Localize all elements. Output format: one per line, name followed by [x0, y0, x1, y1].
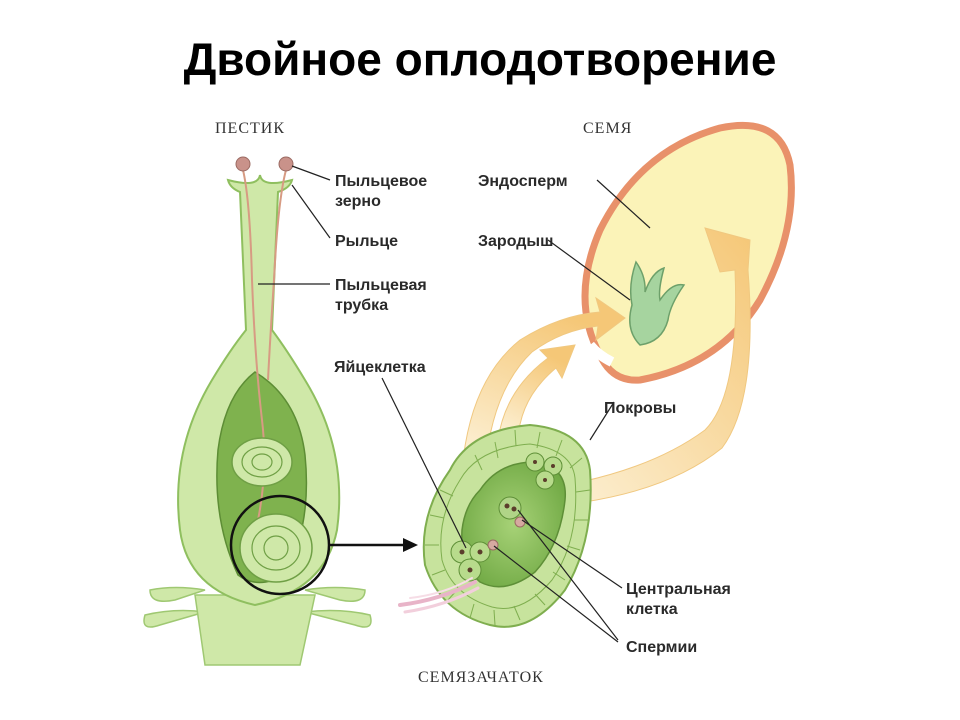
embryo — [629, 260, 686, 346]
labels: ПЕСТИК СЕМЯ СЕМЯЗАЧАТОК Пыльцевое зерно … — [215, 120, 731, 686]
ovule-cell-ring — [425, 429, 591, 626]
pistil-base — [143, 586, 372, 666]
label-central-cell-2: клетка — [626, 601, 678, 618]
magnify-circle — [229, 494, 331, 596]
label-pollen-tube-1: Пыльцевая — [335, 277, 427, 294]
label-pollen-grain-2: зерно — [335, 193, 381, 210]
upper-ovule — [231, 437, 293, 487]
label-central-cell-1: Центральная — [626, 581, 731, 598]
label-egg-cell: Яйцеклетка — [334, 359, 426, 376]
zoom-arrow — [330, 538, 418, 552]
central-cell — [498, 496, 522, 520]
seed-coat — [581, 121, 795, 384]
label-sperms: Спермии — [626, 639, 697, 656]
pollen-grain-right — [278, 156, 294, 172]
ovule-magnified — [398, 423, 592, 628]
pollen-grain-left — [235, 156, 251, 172]
label-endosperm: Эндосперм — [478, 173, 568, 190]
label-pollen-tube-2: трубка — [335, 297, 388, 314]
antipodal-cells — [525, 452, 563, 490]
sperm-cell-upper — [514, 516, 526, 528]
label-seed: СЕМЯ — [583, 120, 632, 137]
seed-coat-gap — [586, 341, 615, 367]
leader-lines — [258, 165, 651, 643]
label-pistil: ПЕСТИК — [215, 120, 285, 137]
arrow-middle — [497, 344, 576, 441]
lower-ovule — [239, 513, 313, 583]
label-embryo: Зародыш — [478, 233, 553, 250]
label-pollen-grain-1: Пыльцевое — [335, 173, 427, 190]
page-title: Двойное оплодотворение — [183, 33, 777, 85]
seed — [581, 121, 795, 384]
incoming-pollen-tube — [398, 577, 480, 614]
arrow-to-endosperm — [519, 227, 751, 509]
label-coats: Покровы — [604, 400, 676, 417]
pistil — [143, 156, 372, 666]
label-ovule: СЕМЯЗАЧАТОК — [418, 669, 544, 686]
egg-apparatus — [450, 540, 491, 582]
label-stigma: Рыльце — [335, 233, 398, 250]
